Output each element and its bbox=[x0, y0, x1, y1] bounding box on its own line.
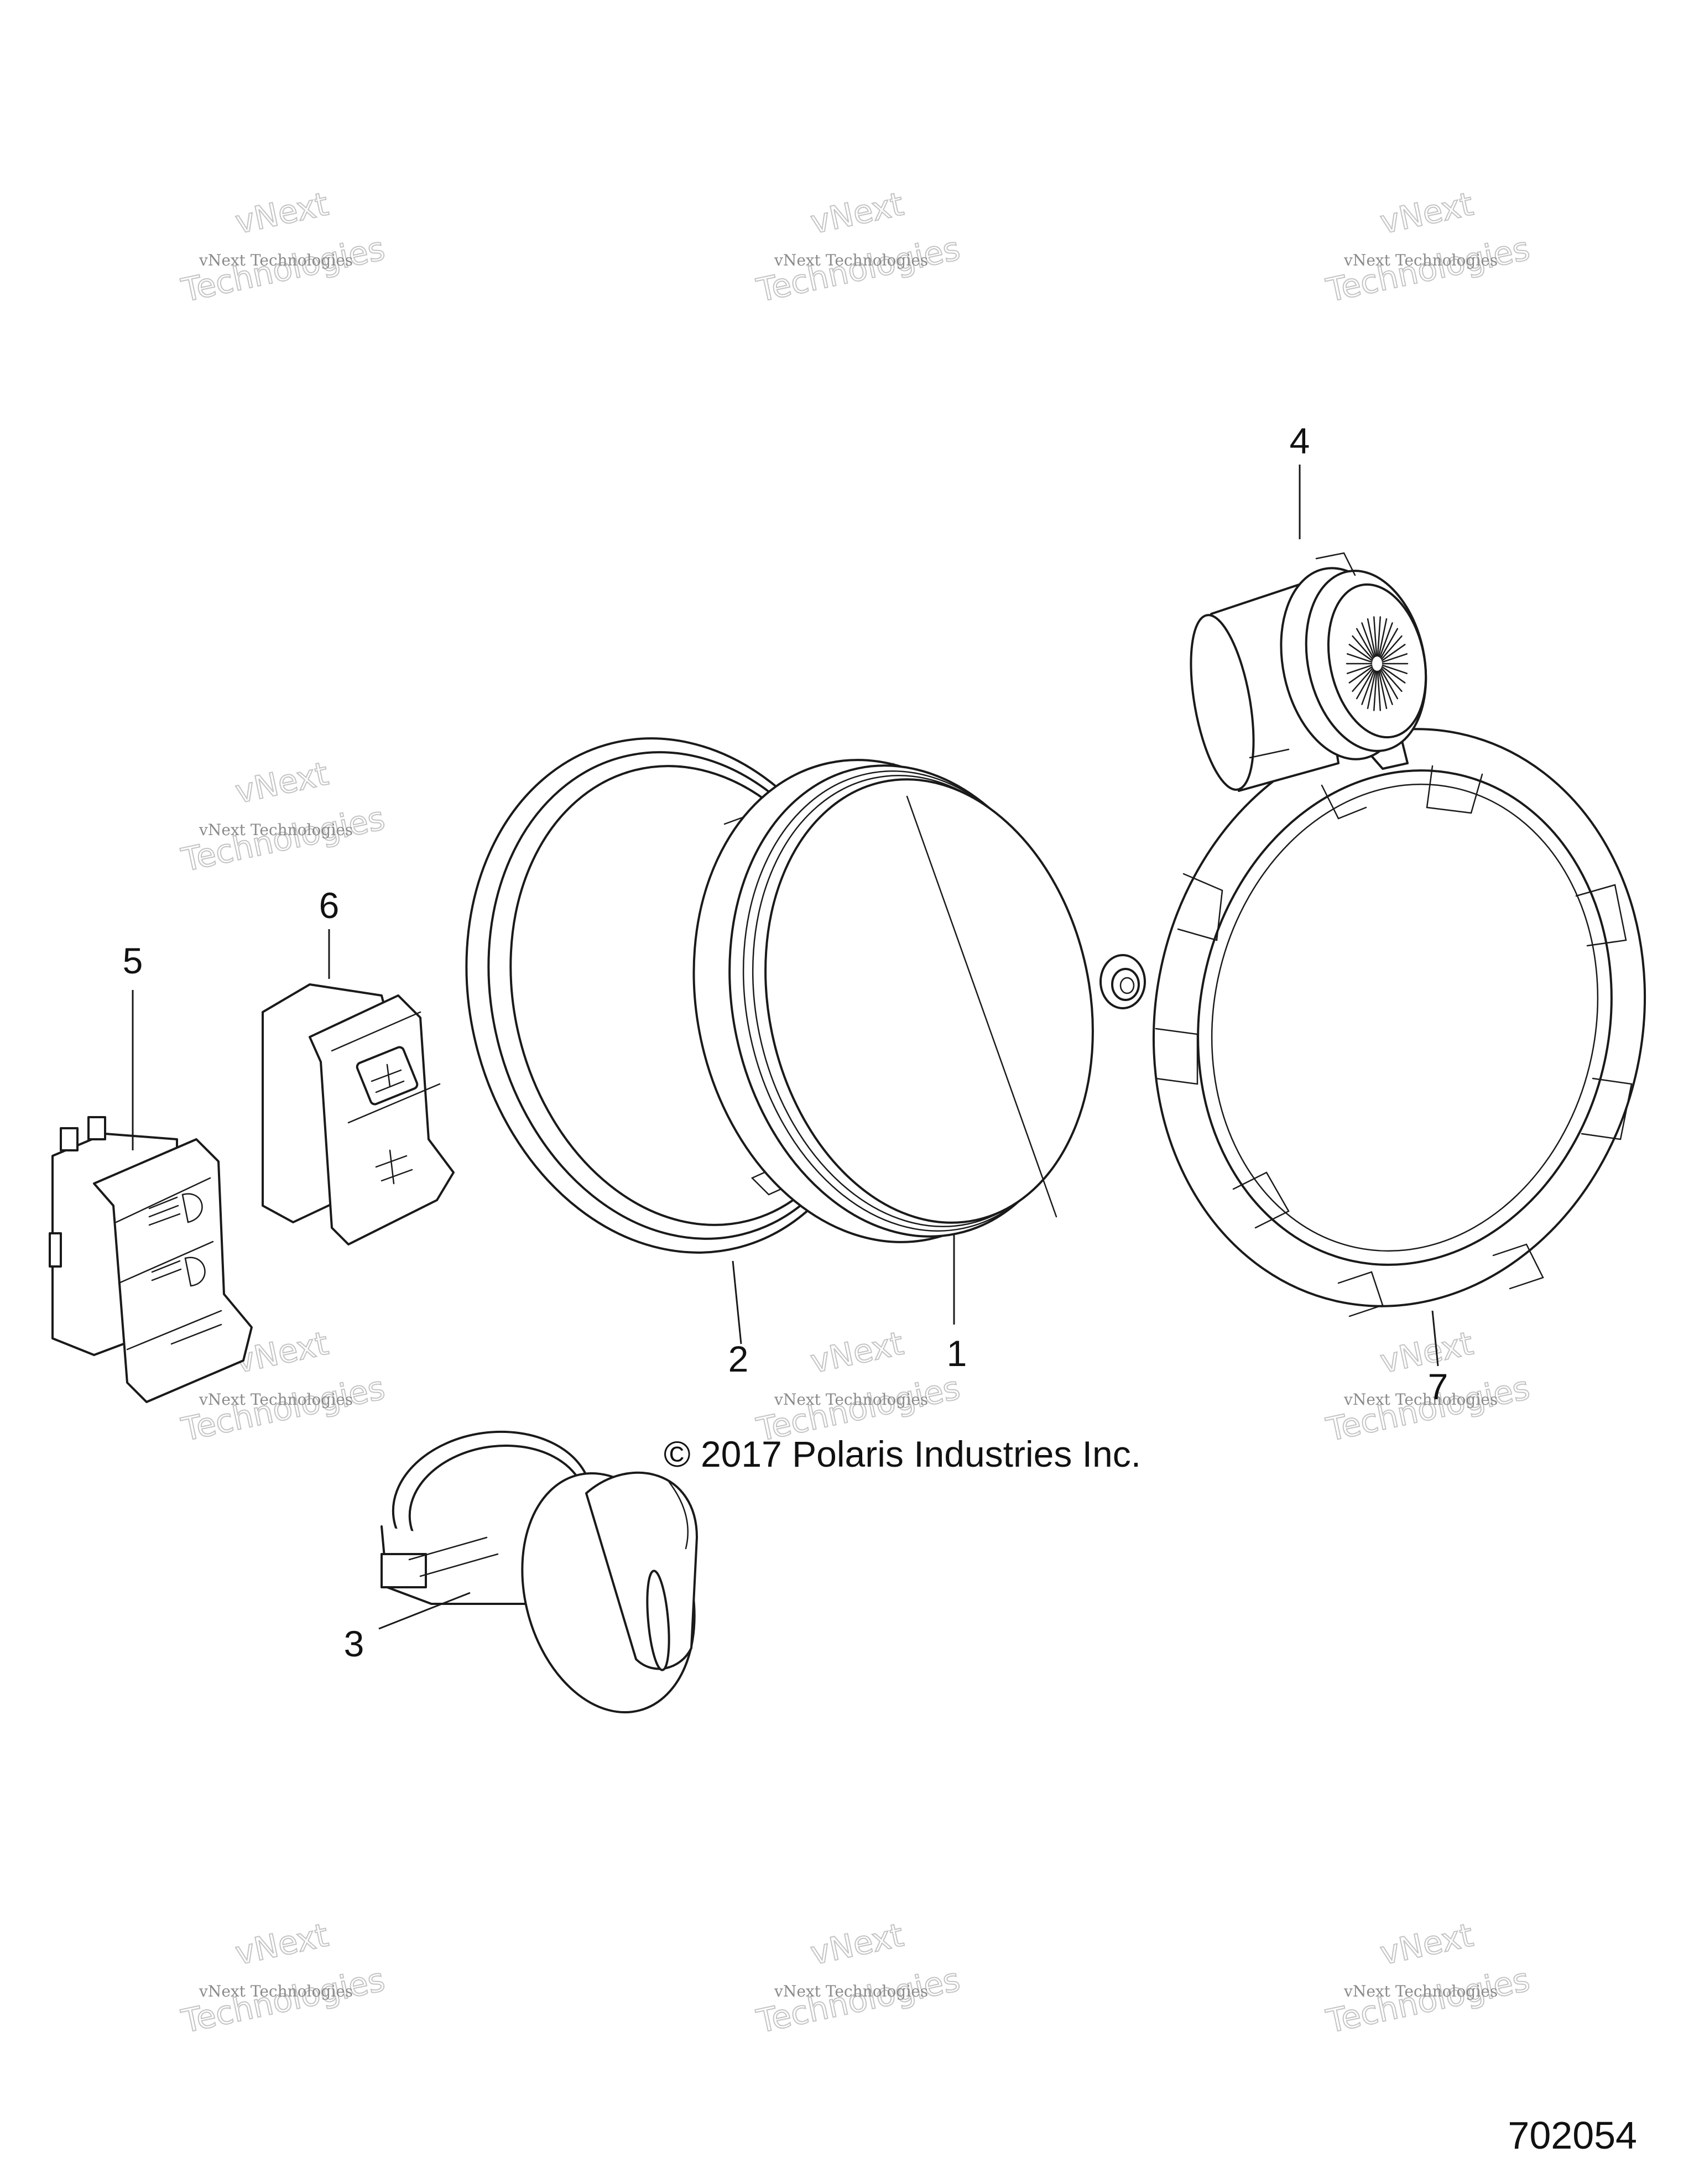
part-5-rocker-switch-lights bbox=[49, 1116, 253, 1403]
starburst-ray bbox=[1346, 653, 1373, 663]
starburst-ray bbox=[1377, 670, 1381, 711]
watermark-word-vnext: vNext bbox=[1377, 1916, 1477, 1973]
watermark-word-vnext: vNext bbox=[807, 185, 907, 242]
part-3-ignition-switch bbox=[381, 1430, 698, 1714]
watermark-caption: vNext Technologies bbox=[1343, 1982, 1498, 2000]
figure-number: 702054 bbox=[1508, 2114, 1637, 2157]
part-4-power-outlet bbox=[1190, 552, 1427, 792]
watermark-caption: vNext Technologies bbox=[774, 1982, 928, 2000]
watermark-caption: vNext Technologies bbox=[199, 1982, 353, 2000]
starburst-ray bbox=[1356, 669, 1374, 700]
callout-7: 7 bbox=[1428, 1366, 1448, 1407]
leader-lines bbox=[132, 465, 1439, 1630]
starburst-ray bbox=[1378, 670, 1388, 710]
watermark-caption: vNext Technologies bbox=[199, 821, 353, 839]
starburst-ray bbox=[1373, 616, 1378, 657]
callout-2: 2 bbox=[728, 1338, 749, 1379]
watermark-word-vnext: vNext bbox=[1377, 185, 1477, 242]
starburst-ray bbox=[1356, 628, 1374, 659]
watermark-word-technologies: Technologies bbox=[753, 1961, 963, 2040]
starburst-ray bbox=[1380, 667, 1403, 692]
watermark-caption: vNext Technologies bbox=[1343, 1390, 1498, 1409]
starburst-ray bbox=[1378, 618, 1388, 657]
watermark-word-vnext: vNext bbox=[232, 185, 332, 242]
starburst-ray bbox=[1346, 664, 1373, 674]
part-7-retaining-ring bbox=[1152, 728, 1646, 1317]
watermark-caption: vNext Technologies bbox=[199, 1390, 353, 1409]
watermark-word-vnext: vNext bbox=[807, 1325, 907, 1381]
callout-1: 1 bbox=[947, 1333, 967, 1374]
starburst-ray bbox=[1352, 667, 1374, 692]
starburst-ray bbox=[1381, 666, 1406, 684]
callout-6: 6 bbox=[319, 885, 340, 926]
starburst-ray bbox=[1373, 670, 1378, 711]
watermark-word-technologies: Technologies bbox=[1323, 230, 1533, 309]
part-6-rocker-switch-awd bbox=[262, 983, 455, 1245]
callout-5: 5 bbox=[123, 940, 143, 981]
starburst-ray bbox=[1381, 644, 1406, 661]
callout-4: 4 bbox=[1290, 420, 1310, 461]
watermark-caption: vNext Technologies bbox=[199, 251, 353, 269]
starburst-ray bbox=[1361, 669, 1375, 705]
starburst-ray bbox=[1348, 666, 1373, 684]
watermark-word-technologies: Technologies bbox=[178, 799, 388, 879]
watermark-caption: vNext Technologies bbox=[774, 251, 928, 269]
watermark-word-technologies: Technologies bbox=[178, 1369, 388, 1448]
starburst-ray bbox=[1361, 622, 1375, 658]
watermark-word-technologies: Technologies bbox=[178, 1961, 388, 2040]
copyright-notice: © 2017 Polaris Industries Inc. bbox=[664, 1434, 1141, 1474]
part-1-gauge bbox=[692, 759, 1146, 1243]
watermark-caption: vNext Technologies bbox=[774, 1390, 928, 1409]
starburst-ray bbox=[1379, 622, 1393, 658]
starburst-ray bbox=[1352, 635, 1374, 660]
watermark-word-vnext: vNext bbox=[807, 1916, 907, 1973]
watermark-word-technologies: Technologies bbox=[1323, 1961, 1533, 2040]
watermark-word-vnext: vNext bbox=[232, 755, 332, 811]
starburst-ray bbox=[1348, 644, 1373, 661]
starburst-ray bbox=[1380, 628, 1399, 659]
starburst-ray bbox=[1377, 616, 1381, 657]
callout-3: 3 bbox=[344, 1623, 364, 1664]
watermark-word-vnext: vNext bbox=[1377, 1325, 1477, 1381]
starburst-ray bbox=[1367, 618, 1377, 657]
starburst-ray bbox=[1380, 669, 1399, 700]
starburst-ray bbox=[1380, 635, 1403, 660]
starburst-ray bbox=[1382, 664, 1408, 674]
watermark-word-vnext: vNext bbox=[232, 1916, 332, 1973]
starburst-ray bbox=[1382, 653, 1408, 663]
starburst-ray bbox=[1379, 669, 1393, 705]
watermark-word-technologies: Technologies bbox=[178, 230, 388, 309]
watermark-word-technologies: Technologies bbox=[753, 230, 963, 309]
watermark-caption: vNext Technologies bbox=[1343, 251, 1498, 269]
starburst-ray bbox=[1367, 670, 1377, 710]
